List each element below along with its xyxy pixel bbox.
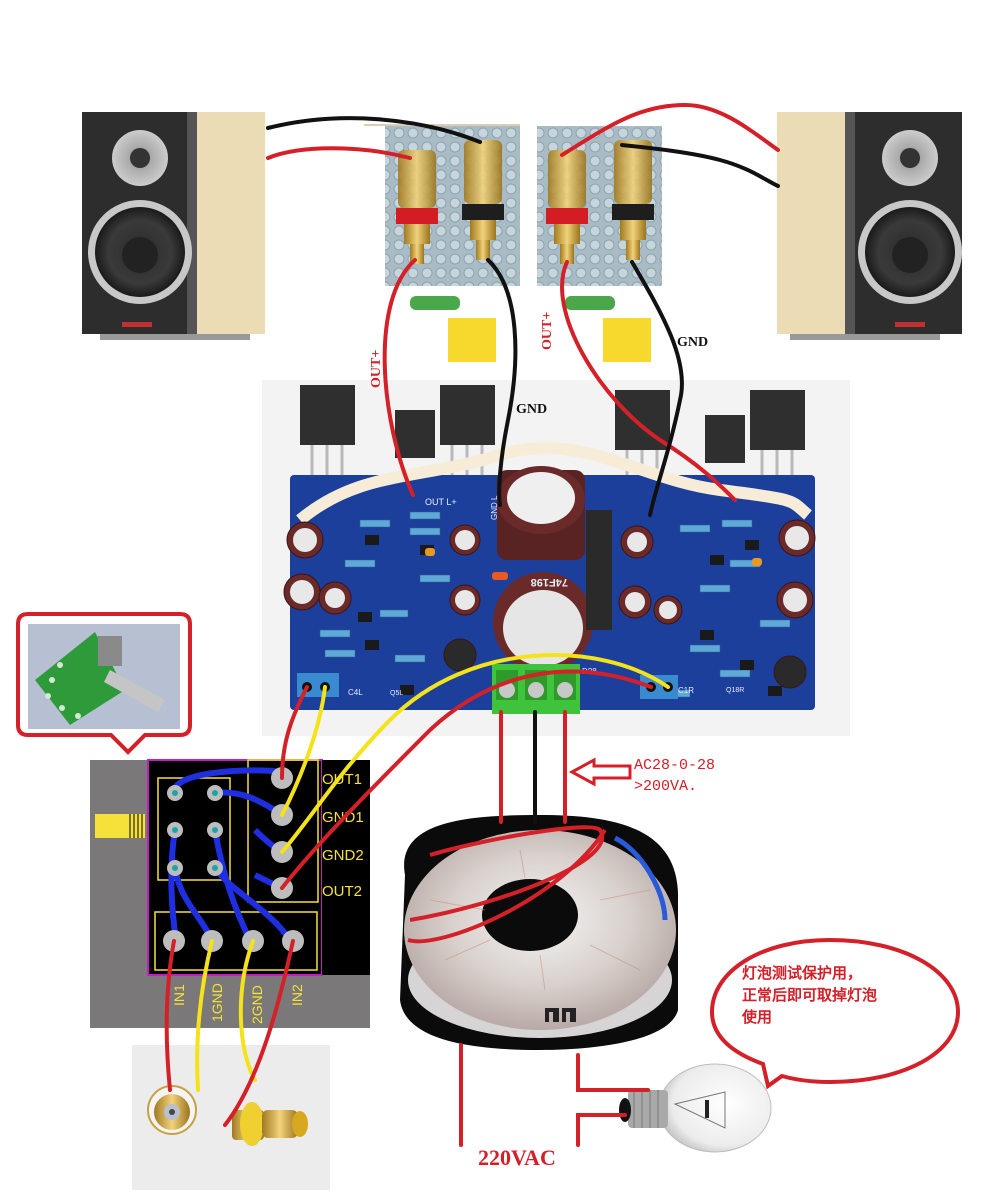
silk-out-l: OUT L+ bbox=[425, 497, 457, 507]
silk-q18r: Q18R bbox=[726, 687, 744, 694]
bulb-note-line2: 正常后即可取掉灯泡 bbox=[742, 986, 877, 1004]
wire-input-right-signal bbox=[280, 669, 653, 890]
rectifier bbox=[586, 510, 612, 630]
transformer-core-hole bbox=[482, 879, 578, 951]
rca-jack-yellow bbox=[232, 1102, 308, 1146]
resistor bbox=[410, 296, 460, 310]
silk-c1r: C1R bbox=[678, 686, 694, 695]
label-ac-spec: AC28-0-28 bbox=[634, 757, 715, 774]
pin-label-2gnd: 2GND bbox=[249, 985, 265, 1024]
bulb-filament bbox=[673, 1091, 726, 1129]
label-left-gnd: GND bbox=[516, 402, 547, 417]
wire-left-speaker-pos bbox=[266, 146, 412, 160]
wire-right-speaker-neg bbox=[620, 143, 780, 188]
pin-label-in2: IN2 bbox=[289, 984, 305, 1006]
power-spec-arrow bbox=[568, 757, 632, 787]
test-light-bulb bbox=[619, 1063, 772, 1153]
right-zobel-network bbox=[565, 296, 651, 362]
capacitor bbox=[448, 318, 496, 362]
label-mains-voltage: 220VAC bbox=[478, 1145, 556, 1170]
wire-left-speaker-neg bbox=[266, 116, 482, 144]
power-terminal-block[interactable] bbox=[492, 664, 580, 714]
rca-jack-white bbox=[147, 1085, 197, 1135]
red-binding-post bbox=[546, 150, 588, 264]
label-right-out-plus: OUT+ bbox=[540, 312, 555, 350]
pin-label-1gnd: 1GND bbox=[209, 983, 225, 1022]
toroidal-transformer bbox=[400, 815, 679, 1050]
silk-cap-label: 74F198 bbox=[531, 576, 568, 588]
label-va-spec: >200VA. bbox=[634, 778, 697, 795]
right-speaker bbox=[777, 112, 962, 340]
wire-left-out-plus bbox=[382, 258, 417, 497]
filter-capacitor-top bbox=[497, 466, 585, 560]
bulb-note-line1: 灯泡测试保护用， bbox=[742, 964, 862, 982]
ribbon-cable bbox=[296, 442, 812, 525]
black-binding-post bbox=[612, 140, 654, 260]
wire-mains-b bbox=[576, 1113, 627, 1147]
wire-input-left-signal bbox=[280, 685, 309, 780]
pot-shaft bbox=[95, 814, 145, 838]
resistor bbox=[565, 296, 615, 310]
label-right-gnd: GND bbox=[677, 335, 708, 350]
right-binding-posts bbox=[537, 126, 662, 286]
bulb-note-line3: 使用 bbox=[741, 1008, 772, 1026]
left-zobel-network bbox=[410, 296, 496, 362]
transformer-blue-lead bbox=[613, 835, 668, 921]
speaker-side-panel bbox=[777, 112, 845, 334]
pin-label-out1: OUT1 bbox=[322, 771, 362, 788]
wire-input-left-gnd bbox=[280, 685, 327, 817]
wire-left-gnd bbox=[486, 258, 518, 507]
left-speaker bbox=[82, 112, 265, 340]
speaker-side-panel bbox=[197, 112, 265, 334]
volume-pot-pcb: OUT1 GND1 GND2 OUT2 IN1 1GND 2GND IN2 bbox=[90, 759, 370, 1028]
bulb-note-callout: 灯泡测试保护用， 正常后即可取掉灯泡 使用 bbox=[709, 937, 961, 1090]
black-binding-post bbox=[462, 140, 504, 260]
wires bbox=[164, 102, 780, 1147]
pin-label-gnd2: GND2 bbox=[322, 847, 364, 864]
silk-c4l: C4L bbox=[348, 688, 363, 697]
amplifier-board: 74F198 OUT L+ GND L D28 C4L Q5L C1R bbox=[262, 380, 850, 736]
transformer-logo bbox=[545, 1008, 576, 1022]
wire-rca-2gnd bbox=[238, 939, 257, 1082]
filter-capacitor-bottom: 74F198 bbox=[493, 572, 593, 672]
capacitor bbox=[603, 318, 651, 362]
wire-right-gnd bbox=[630, 260, 684, 517]
potentiometer-callout bbox=[16, 612, 192, 755]
wire-rca-in1 bbox=[164, 939, 176, 1092]
wire-right-speaker-pos bbox=[560, 102, 780, 157]
silk-q5l: Q5L bbox=[390, 690, 403, 697]
wire-mains-to-bulb bbox=[576, 1053, 650, 1092]
wire-input-right-gnd bbox=[280, 653, 670, 854]
pin-label-out2: OUT2 bbox=[322, 883, 362, 900]
wire-right-out-plus bbox=[560, 260, 737, 502]
wire-rca-in2 bbox=[223, 939, 295, 1127]
wire-rca-1gnd bbox=[195, 939, 214, 1092]
label-left-out-plus: OUT+ bbox=[369, 350, 384, 388]
silk-gnd-l: GND L bbox=[490, 495, 499, 520]
left-binding-posts bbox=[364, 124, 520, 286]
pin-label-in1: IN1 bbox=[171, 984, 187, 1006]
